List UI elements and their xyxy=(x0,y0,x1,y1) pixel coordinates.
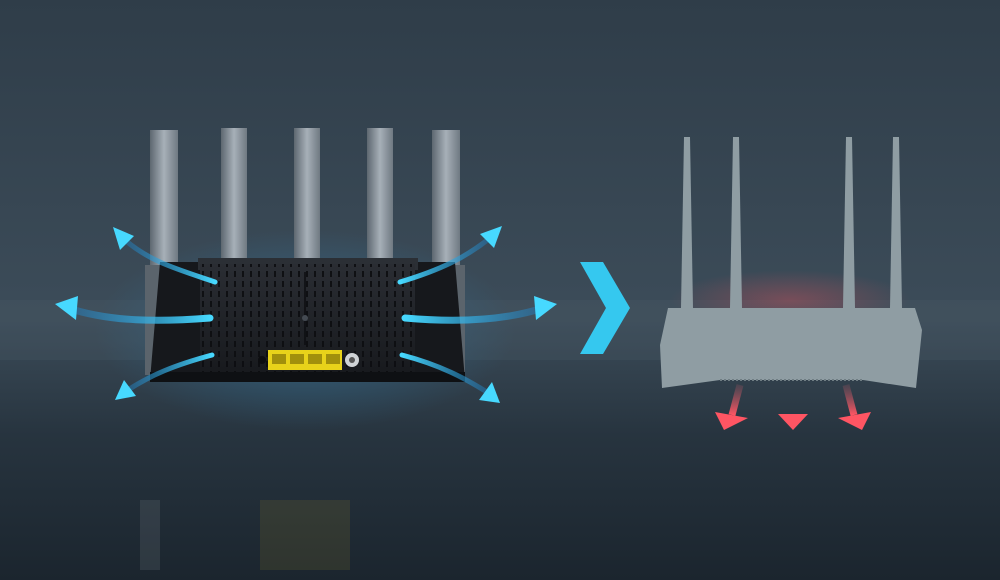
chevron-right-icon xyxy=(580,262,630,354)
airflow-arrow-icon xyxy=(55,227,218,400)
heat-down-arrow-icon xyxy=(715,384,871,430)
airflow-arrow-icon xyxy=(397,226,557,403)
router-silhouette-icon xyxy=(660,137,922,388)
ethernet-ports xyxy=(268,350,342,370)
router-rear-view-icon xyxy=(95,128,515,430)
